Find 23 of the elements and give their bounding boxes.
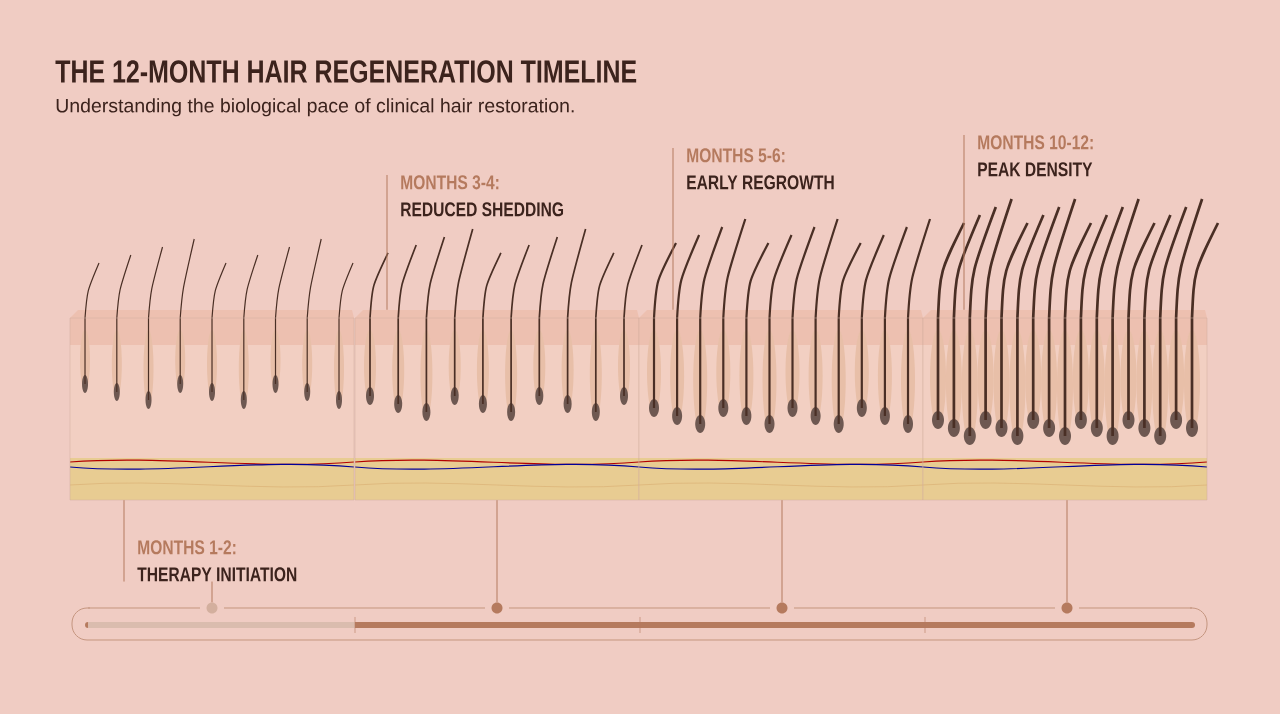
leader-line	[123, 499, 125, 583]
leader-line	[211, 581, 213, 603]
leader-line	[963, 134, 965, 311]
milestone-title: EARLY REGROWTH	[687, 175, 834, 190]
leader-line	[672, 147, 674, 311]
leader-line	[1066, 499, 1068, 603]
title: THE 12-MONTH HAIR REGENERATION TIMELINE	[55, 60, 637, 83]
milestone-months: MONTHS 5-6:	[687, 148, 785, 163]
milestone-months: MONTHS 3-4:	[401, 175, 499, 190]
milestone-months: MONTHS 10-12:	[978, 135, 1093, 150]
milestone-months: MONTHS 1-2:	[138, 540, 236, 555]
leader-line	[496, 499, 498, 603]
timeline-bar	[71, 607, 1208, 641]
leader-line	[781, 499, 783, 603]
skin-cross-section-drawing	[69, 238, 355, 501]
skin-cross-section-drawing	[922, 198, 1220, 501]
milestone-title: THERAPY INITIATION	[137, 567, 297, 582]
leader-line	[386, 174, 388, 311]
subtitle: Understanding the biological pace of clinical hair restoration.	[56, 98, 574, 117]
skin-cross-section-drawing	[638, 218, 932, 501]
milestone-title: PEAK DENSITY	[978, 162, 1093, 177]
milestone-title: REDUCED SHEDDING	[401, 202, 563, 217]
skin-cross-section-drawing	[354, 228, 643, 501]
